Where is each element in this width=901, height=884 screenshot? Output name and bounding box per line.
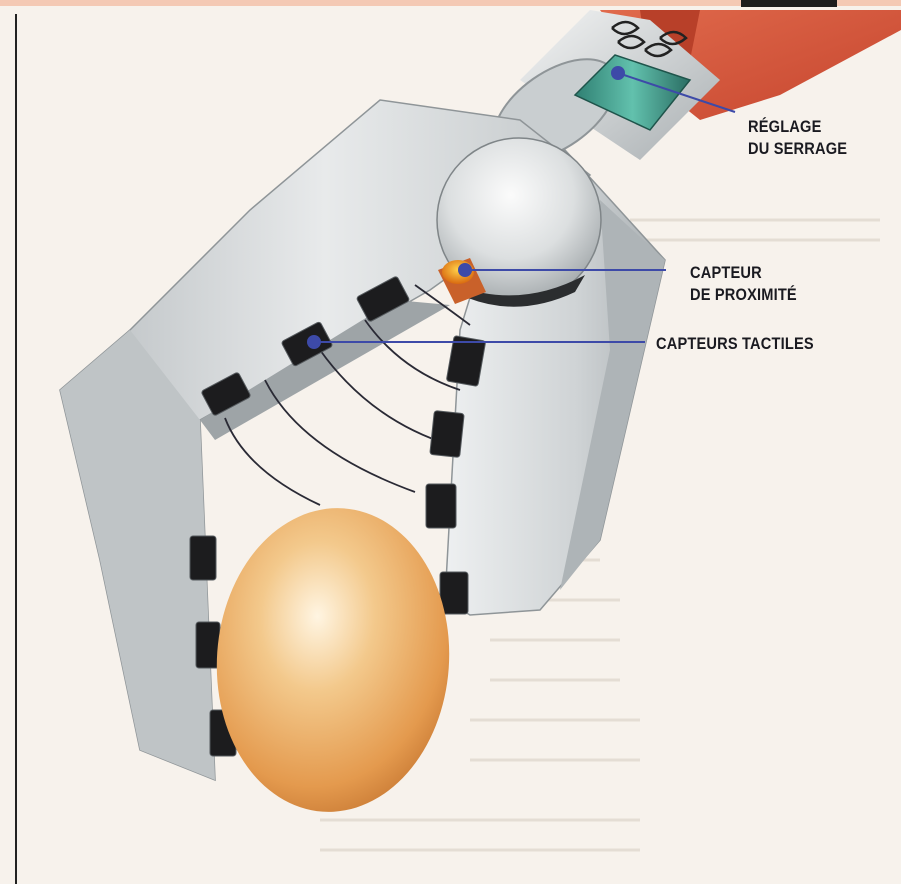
leader-dot-grip-adjust (612, 67, 624, 79)
label-grip-adjust: RÉGLAGE DU SERRAGE (748, 116, 847, 160)
leader-dot-proximity (459, 264, 471, 276)
top-edge-tab (741, 0, 837, 7)
label-grip-adjust-line2: DU SERRAGE (748, 138, 847, 160)
tactile-sensor-pad (430, 411, 464, 458)
tactile-sensor-pad (196, 622, 220, 668)
tactile-sensor-pad (190, 536, 216, 580)
label-tactile-sensors: CAPTEURS TACTILES (656, 333, 814, 355)
label-proximity-line1: CAPTEUR (690, 262, 797, 284)
tactile-sensor-pad (426, 484, 456, 528)
tactile-sensor-pad (440, 572, 468, 614)
label-proximity-line2: DE PROXIMITÉ (690, 284, 797, 306)
label-proximity-sensor: CAPTEUR DE PROXIMITÉ (690, 262, 797, 306)
leader-dot-tactile (308, 336, 320, 348)
label-grip-adjust-line1: RÉGLAGE (748, 116, 847, 138)
